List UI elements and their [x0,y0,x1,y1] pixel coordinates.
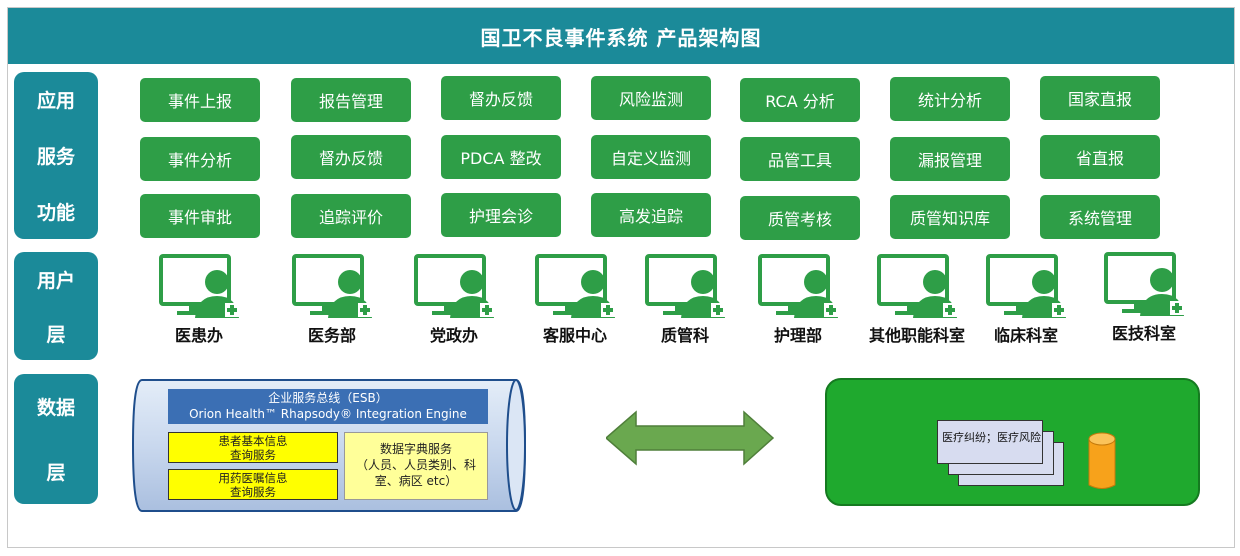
service-line: 数据字典服务 [379,442,452,456]
user-node: 医务部 [277,252,387,346]
monitor-with-doctor-icon [645,254,725,318]
function-box: 督办反馈 [291,135,411,179]
function-box: 事件上报 [140,78,260,122]
function-box: 质管考核 [740,196,860,240]
function-box: 追踪评价 [291,194,411,238]
diagram-title: 国卫不良事件系统 产品架构图 [8,8,1234,64]
document-stack-front: 医疗纠纷；医疗风险 [937,420,1043,464]
service-line: 室、病区 etc） [374,474,458,488]
user-label: 客服中心 [542,326,607,345]
esb-engine: Orion Health™ Rhapsody® Integration Engi… [189,407,467,421]
service-line: 患者基本信息 [218,433,288,448]
layer-label-data: 数据 层 [14,374,98,504]
database-cylinder-icon [1088,432,1116,489]
monitor-with-doctor-icon [986,254,1066,318]
function-box: 国家直报 [1040,76,1160,120]
layer-label-text: 数据 [36,397,75,419]
function-box: PDCA 整改 [441,135,561,179]
function-box: 风险监测 [591,76,711,120]
service-line: （人员、人员类别、科 [355,458,476,472]
user-label: 临床科室 [993,326,1058,345]
user-node: 临床科室 [971,252,1081,346]
function-box: 护理会诊 [441,193,561,237]
user-label: 护理部 [773,326,822,345]
monitor-with-doctor-icon [159,254,239,318]
esb-title: 企业服务总线（ESB） [268,391,388,405]
user-node: 医技科室 [1089,250,1199,344]
service-line: 查询服务 [230,484,276,499]
service-line: 用药医嘱信息 [218,470,288,485]
layer-label-text: 服务 [36,145,75,168]
function-box: RCA 分析 [740,78,860,122]
function-box: 事件分析 [140,137,260,181]
monitor-with-doctor-icon [292,254,372,318]
monitor-with-doctor-icon [1104,252,1184,316]
layer-label-text: 层 [46,323,66,346]
function-box: 事件审批 [140,194,260,238]
user-label: 医患办 [174,326,223,345]
patient-info-service: 患者基本信息 查询服务 [168,432,338,463]
function-box: 品管工具 [740,137,860,181]
data-dictionary-service: 数据字典服务 （人员、人员类别、科 室、病区 etc） [344,432,488,500]
diagram-frame [7,7,1235,548]
monitor-with-doctor-icon [414,254,494,318]
layer-label-app: 应用 服务 功能 [14,72,98,239]
esb-box: 企业服务总线（ESB） Orion Health™ Rhapsody® Inte… [168,389,488,424]
function-box: 省直报 [1040,135,1160,179]
user-node: 质管科 [630,252,740,346]
function-box: 质管知识库 [890,195,1010,239]
function-box: 高发追踪 [591,193,711,237]
layer-label-text: 应用 [36,90,75,113]
document-label: 医疗纠纷；医疗风险 [942,431,1041,444]
user-label: 其他职能科室 [868,326,965,345]
function-box: 漏报管理 [890,137,1010,181]
service-line: 查询服务 [230,447,276,462]
function-box: 自定义监测 [591,135,711,179]
function-box: 督办反馈 [441,76,561,120]
user-node: 医患办 [144,252,254,346]
user-node: 其他职能科室 [854,252,980,346]
user-node: 党政办 [399,252,509,346]
function-box: 系统管理 [1040,195,1160,239]
double-arrow-icon [606,410,774,466]
user-label: 医技科室 [1111,324,1176,343]
layer-label-text: 功能 [36,201,75,224]
function-box: 报告管理 [291,78,411,122]
function-box: 统计分析 [890,77,1010,121]
layer-label-text: 用户 [36,269,75,292]
user-label: 医务部 [307,326,356,345]
monitor-with-doctor-icon [535,254,615,318]
user-node: 护理部 [743,252,853,346]
monitor-with-doctor-icon [877,254,957,318]
layer-label-user: 用户 层 [14,252,98,360]
user-label: 党政办 [429,326,478,345]
monitor-with-doctor-icon [758,254,838,318]
layer-label-text: 层 [46,462,66,484]
user-label: 质管科 [660,326,709,345]
medication-info-service: 用药医嘱信息 查询服务 [168,469,338,500]
user-node: 客服中心 [520,252,630,346]
